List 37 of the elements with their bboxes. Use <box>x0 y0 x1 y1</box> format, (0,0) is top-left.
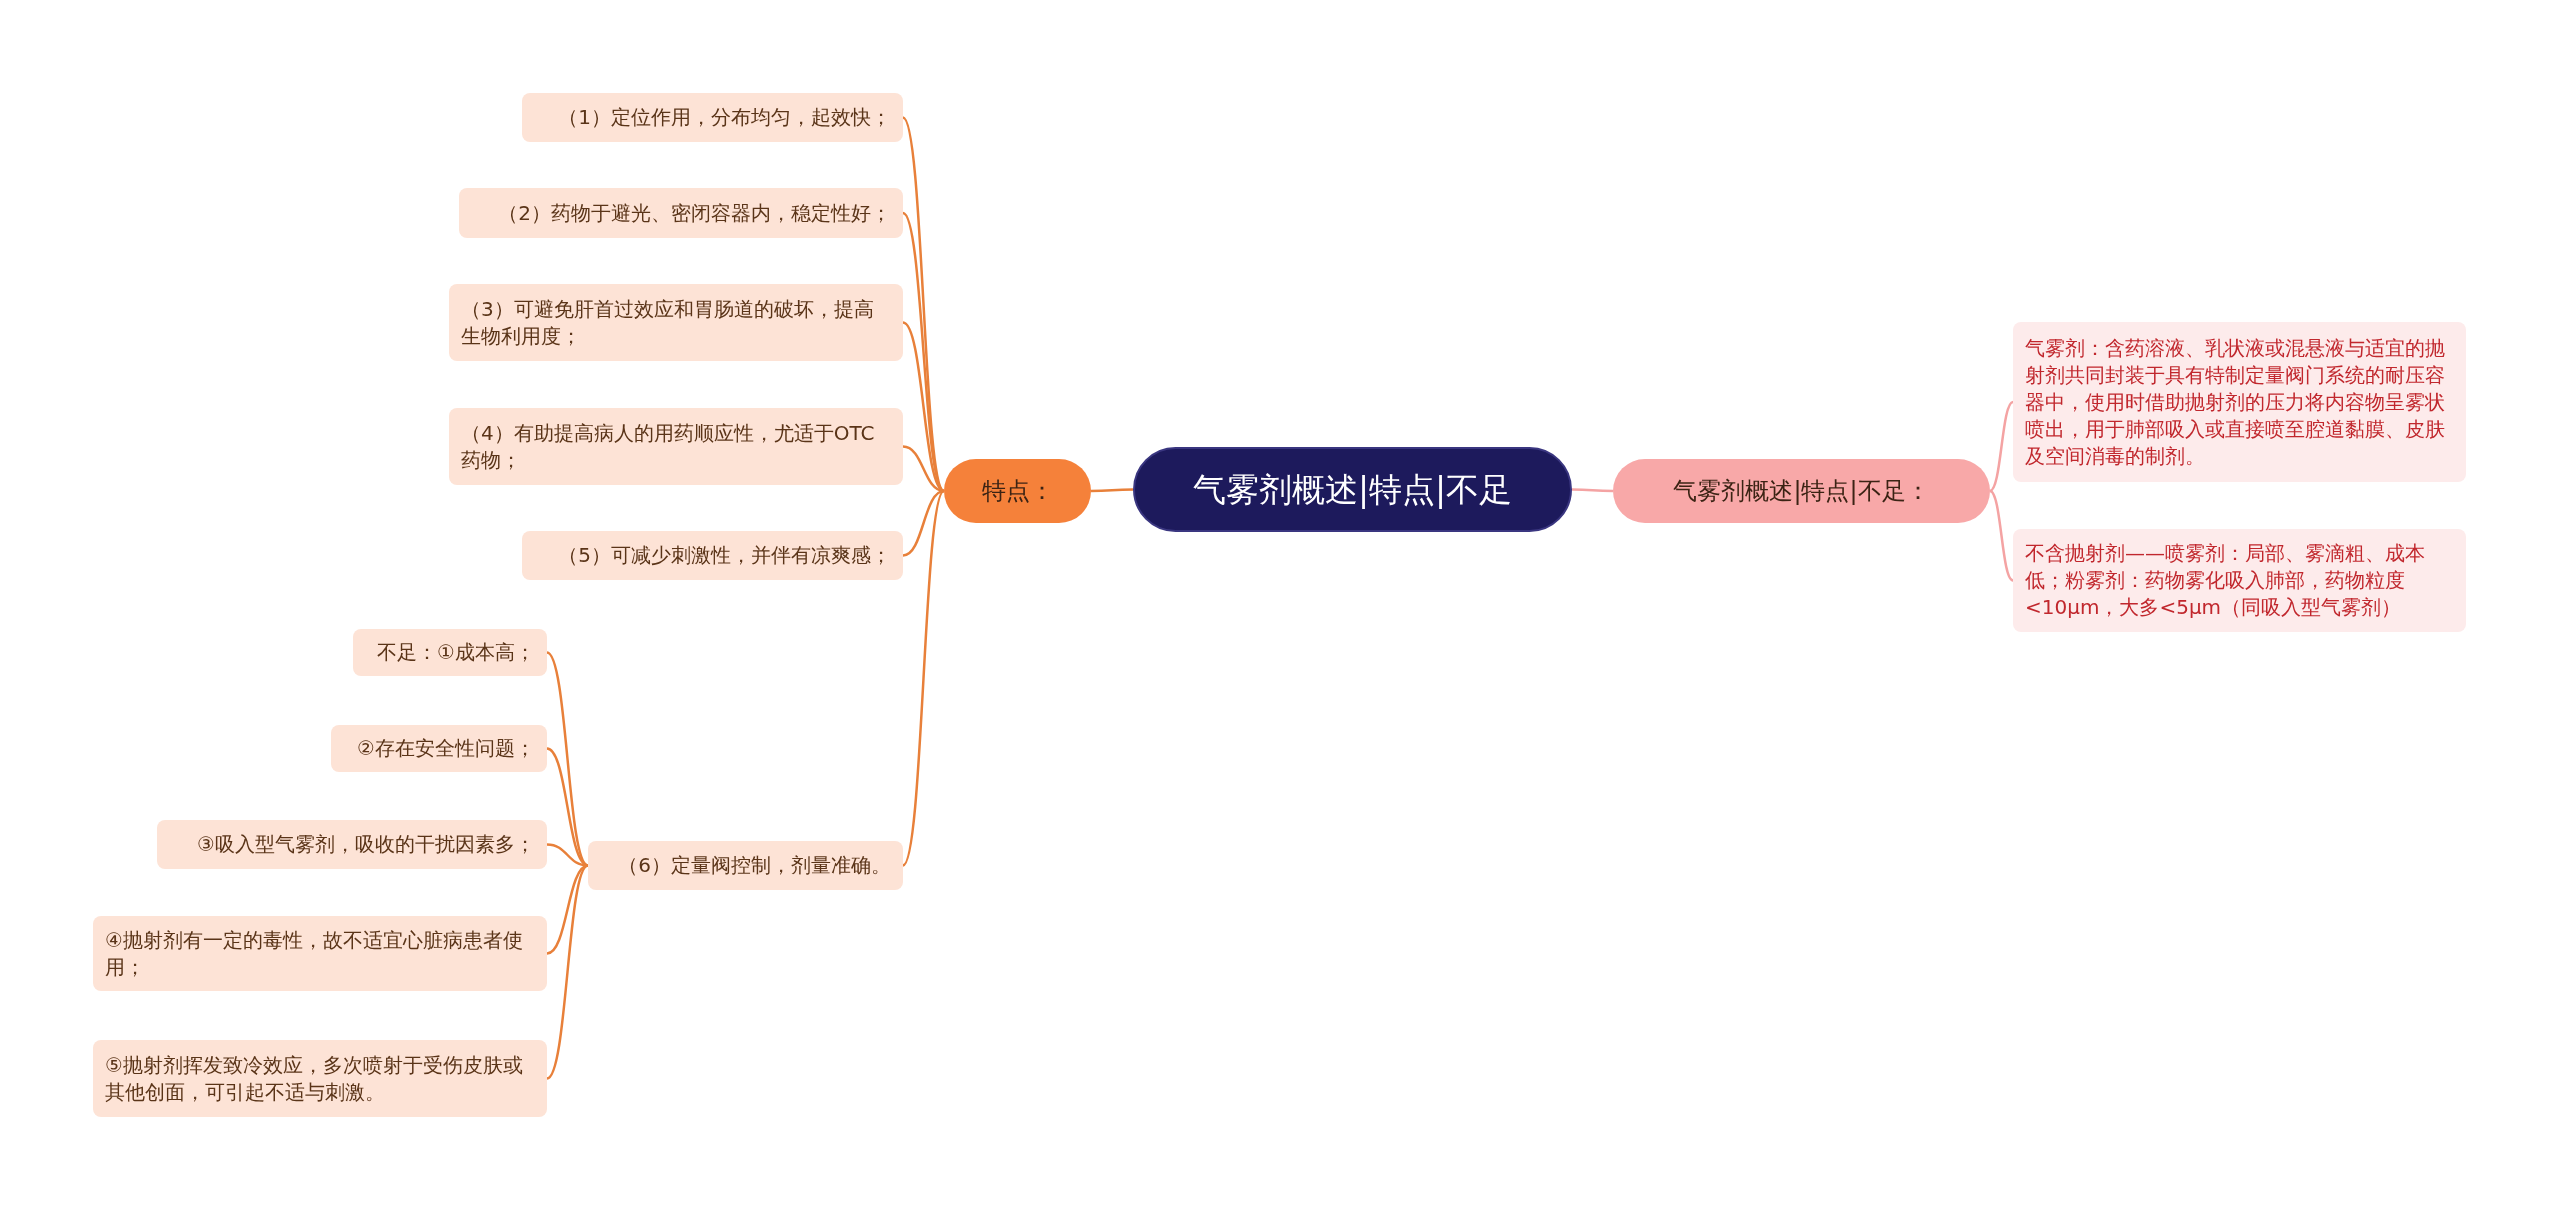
subtopic-box <box>2013 322 2466 482</box>
topic-text: ⑤抛射剂挥发致冷效应，多次喷射于受伤皮肤或其他创面，可引起不适与刺激。 <box>105 1051 524 1106</box>
subtopic-box <box>449 408 903 485</box>
connector-line <box>901 116 946 492</box>
topic-text: ②存在安全性问题； <box>357 735 535 762</box>
connector-line <box>546 747 589 867</box>
connector-line <box>1989 400 2014 493</box>
topic-text: 气雾剂：含药溶液、乳状液或混悬液与适宜的抛射剂共同封装于具有特制定量阀门系统的耐压容器中，使用时借助抛射剂的压力将内容物呈雾状喷出，用于肺部吸入或直接喷至腔道黏膜、皮肤及空间消毒的制剂。 <box>2025 334 2446 470</box>
topic-text: ④抛射剂有一定的毒性，故不适宜心脏病患者使用； <box>105 926 524 981</box>
subtopic-box <box>459 188 903 238</box>
subtopic-box <box>522 93 903 142</box>
topic-text: 不足：①成本高； <box>377 639 535 666</box>
subtopic-box <box>93 916 547 991</box>
subtopic-box <box>588 841 903 890</box>
subtopic-box <box>449 284 903 361</box>
connector-line <box>1989 489 2014 582</box>
subtopic-box <box>353 629 547 676</box>
subtopic-box <box>93 1040 547 1117</box>
topic-text: ③吸入型气雾剂，吸收的干扰因素多； <box>197 831 535 858</box>
topic-text: 气雾剂概述|特点|不足 <box>1192 468 1513 511</box>
subtopic-box <box>522 531 903 580</box>
connector-line <box>546 864 589 1080</box>
connector-line <box>1091 488 1133 493</box>
topic-text: （6）定量阀控制，剂量准确。 <box>618 852 891 879</box>
topic-text: （3）可避免肝首过效应和胃肠道的破坏，提高生物利用度； <box>461 295 875 350</box>
subtopic-box <box>331 725 547 772</box>
topic-text: （5）可减少刺激性，并伴有凉爽感； <box>558 542 891 569</box>
topic-text: （2）药物于避光、密闭容器内，稳定性好； <box>498 199 891 227</box>
topic-text: 不含抛射剂——喷雾剂：局部、雾滴粗、成本低；粉雾剂：药物雾化吸入肺部，药物粒度<10μm，大多<5μm（同吸入型气雾剂） <box>2025 540 2426 621</box>
subtopic-box <box>157 820 547 869</box>
connector-line <box>1572 488 1613 493</box>
topic-text: 气雾剂概述|特点|不足： <box>1673 476 1930 507</box>
subtopic-box <box>2013 529 2466 632</box>
topic-text: （1）定位作用，分布均匀，起效快； <box>558 104 891 131</box>
topic-text: 特点： <box>981 476 1054 507</box>
topic-text: （4）有助提高病人的用药顺应性，尤适于OTC药物； <box>461 419 876 474</box>
connector-line <box>901 490 946 867</box>
